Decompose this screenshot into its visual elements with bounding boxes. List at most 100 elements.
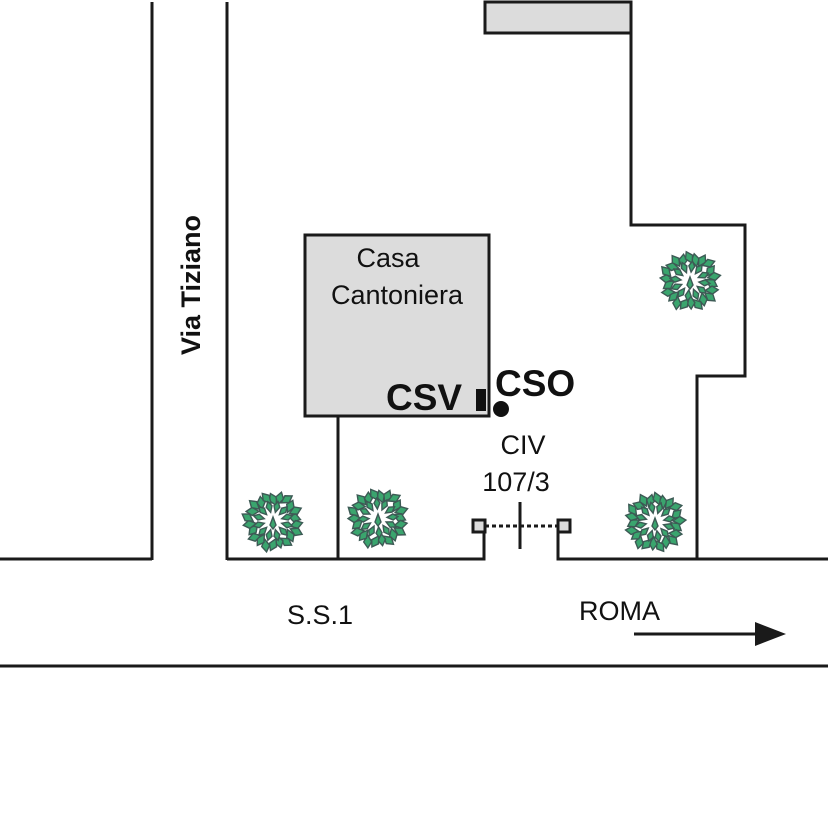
- leaf-icon: [634, 513, 648, 521]
- leaf-icon: [662, 523, 676, 531]
- leaf-icon: [381, 498, 389, 512]
- leaf-icon: [373, 496, 381, 511]
- leaf-icon: [375, 525, 383, 540]
- civ-number: 107/3: [482, 467, 550, 497]
- leaf-icon: [278, 505, 289, 516]
- leaf-icon: [360, 522, 372, 530]
- leaf-icon: [706, 271, 722, 282]
- leaf-icon: [252, 521, 266, 529]
- leaf-icon: [684, 288, 692, 303]
- leaf-icon: [654, 529, 662, 543]
- leaf-icon: [640, 506, 651, 517]
- bush-2: [346, 488, 409, 550]
- leaf-icon: [697, 279, 712, 287]
- leaf-icon: [686, 275, 694, 291]
- leaf-icon: [269, 515, 277, 531]
- civ-label: CIV: [500, 430, 545, 460]
- leaf-icon: [351, 501, 367, 511]
- leaf-icon: [350, 527, 366, 537]
- leaf-icon: [660, 265, 672, 278]
- gate-post-left: [471, 518, 487, 534]
- leaf-icon: [651, 516, 659, 532]
- leaf-icon: [624, 525, 640, 536]
- leaf-icon: [384, 506, 396, 514]
- csv-label: CSV: [386, 377, 462, 418]
- leaf-icon: [265, 500, 273, 514]
- gate-post-right: [556, 518, 572, 534]
- direction-arrow-head: [755, 622, 786, 646]
- leaf-icon: [688, 259, 696, 274]
- leaf-icon: [288, 506, 303, 515]
- csv-marker: [476, 389, 486, 411]
- leaf-icon: [648, 501, 656, 515]
- building-label-line1: Casa: [356, 243, 420, 273]
- building-label-line2: Cantoniera: [331, 280, 464, 310]
- leaf-icon: [638, 493, 648, 508]
- leaf-icon: [356, 494, 367, 506]
- leaf-icon: [671, 515, 688, 526]
- leaf-icon: [670, 283, 684, 291]
- leaf-icon: [695, 285, 708, 294]
- leaf-icon: [694, 263, 703, 276]
- leaf-icon: [660, 287, 677, 298]
- leaf-icon: [247, 532, 263, 543]
- leaf-icon: [244, 506, 261, 517]
- leaf-icon: [646, 529, 654, 543]
- leaf-icon: [288, 527, 304, 537]
- leaf-icon: [252, 513, 266, 521]
- leaf-icon: [672, 268, 685, 277]
- leaf-icon: [392, 527, 407, 536]
- leaf-icon: [367, 524, 375, 538]
- bush-1: [241, 491, 304, 554]
- bush-3: [658, 250, 722, 311]
- ss1-north-edge-east: [556, 526, 828, 561]
- leaf-icon: [662, 515, 676, 523]
- leaf-icon: [385, 513, 400, 521]
- ss1-label: S.S.1: [287, 600, 353, 630]
- leaf-icon: [393, 505, 409, 516]
- property-boundary-east: [629, 33, 747, 559]
- leaf-icon: [639, 526, 650, 537]
- leaf-icon: [392, 498, 402, 513]
- leaf-icon: [374, 512, 382, 528]
- leaf-icon: [634, 521, 648, 529]
- leaf-icon: [680, 261, 688, 275]
- leaf-icon: [358, 507, 372, 515]
- via-tiziano-label: Via Tiziano: [176, 215, 206, 355]
- leaf-icon: [696, 271, 710, 279]
- leaf-icon: [667, 528, 684, 539]
- leaf-icon: [628, 503, 638, 517]
- leaf-icon: [265, 528, 273, 542]
- casa-cantoniera-building: [303, 233, 491, 418]
- leaf-icon: [261, 492, 272, 505]
- leaf-icon: [241, 513, 255, 522]
- leaf-icon: [677, 286, 686, 299]
- cso-label: CSO: [495, 363, 575, 404]
- leaf-icon: [280, 521, 294, 529]
- leaf-icon: [347, 506, 360, 517]
- ss1-north-edge-mid: [227, 526, 486, 561]
- leaf-icon: [279, 495, 294, 504]
- leaf-icon: [257, 505, 268, 516]
- leaf-icon: [692, 287, 700, 301]
- leaf-icon: [280, 513, 294, 521]
- leaf-icon: [366, 500, 374, 512]
- leaf-icon: [387, 493, 402, 503]
- leaf-icon: [667, 501, 684, 512]
- leaf-icon: [660, 507, 671, 518]
- leaf-icon: [356, 515, 371, 523]
- cso-marker: [493, 401, 509, 417]
- leaf-icon: [671, 254, 681, 268]
- leaf-icon: [384, 521, 398, 529]
- leaf-icon: [278, 526, 289, 537]
- leaf-icon: [273, 528, 281, 542]
- adjacent-building: [483, 0, 633, 35]
- direction-label: ROMA: [579, 596, 660, 626]
- leaf-icon: [273, 500, 281, 514]
- leaf-icon: [659, 527, 670, 538]
- leaf-icon: [257, 526, 268, 537]
- leaf-icon: [382, 524, 390, 536]
- leaf-icon: [656, 501, 664, 515]
- leaf-icon: [285, 499, 295, 514]
